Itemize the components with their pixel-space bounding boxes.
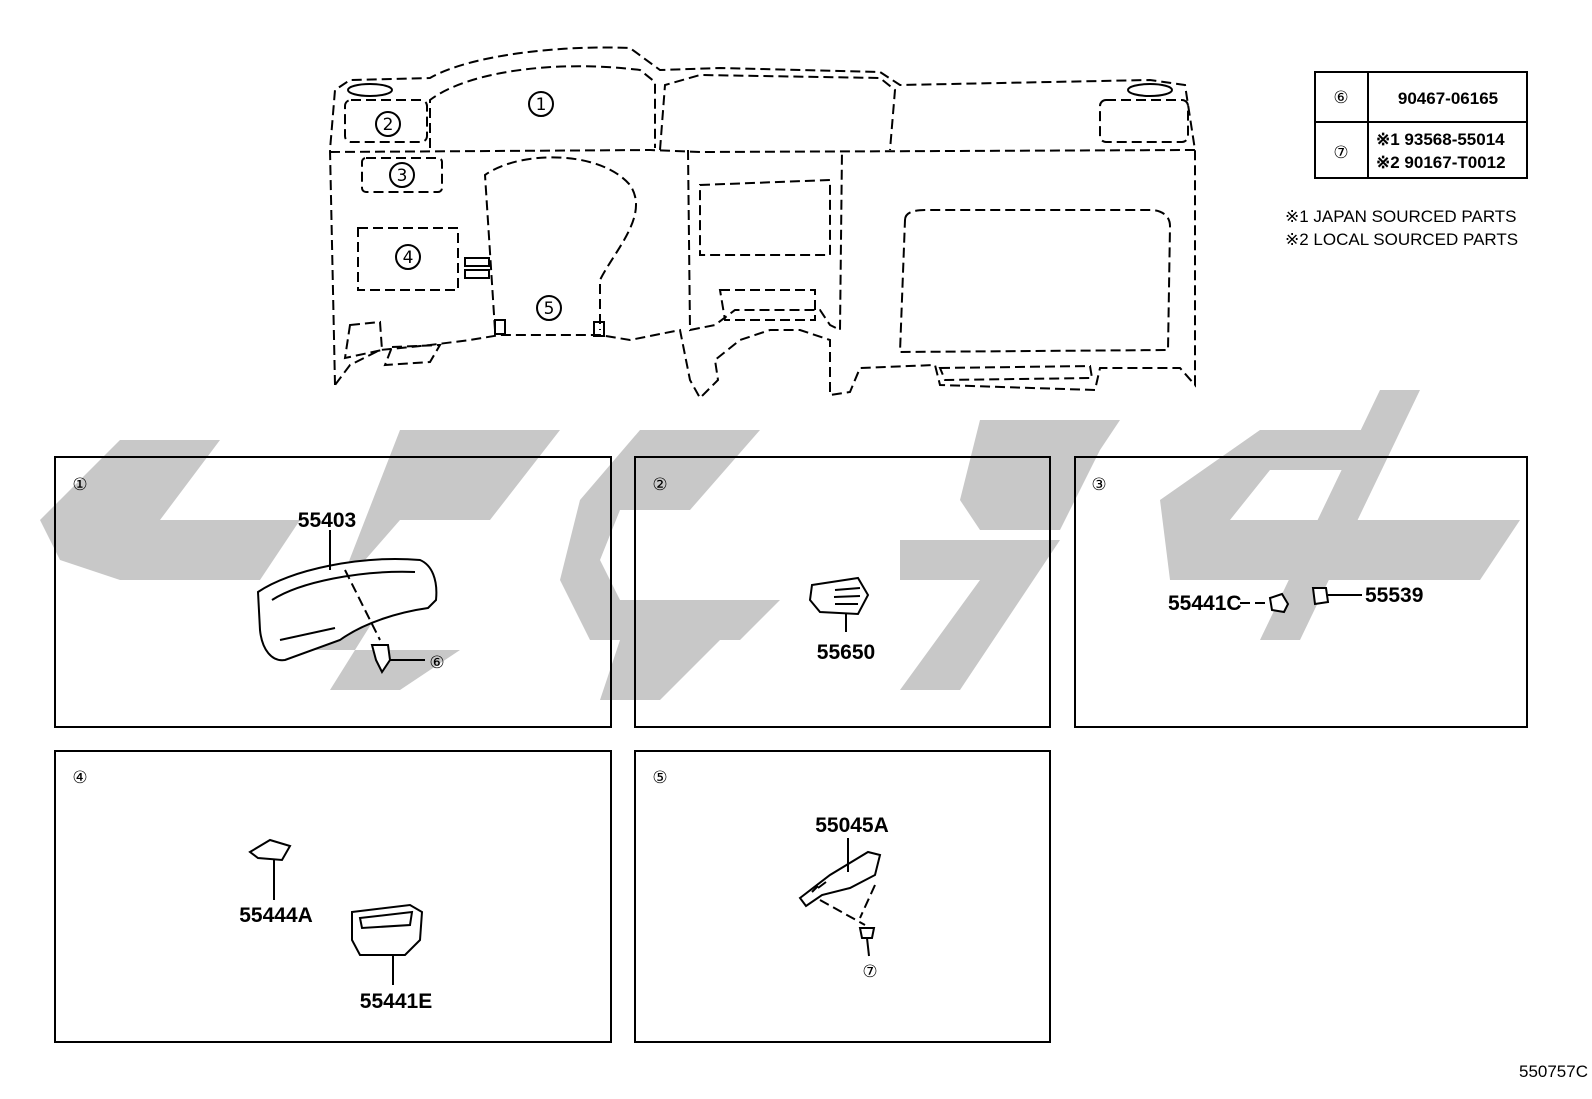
panel-4-label-top: 55444A — [239, 904, 313, 927]
panel-1-label-clip: ⑥ — [429, 653, 444, 673]
panel-4: ④ 55444A 55441E — [54, 750, 612, 1043]
dashboard-overview: 1 2 3 4 5 — [328, 46, 1196, 400]
svg-text:5: 5 — [544, 299, 555, 319]
panel-3-id: ③ — [1091, 475, 1106, 495]
svg-text:2: 2 — [383, 115, 394, 135]
panel-3-label-right: 55539 — [1365, 584, 1423, 607]
panel-2: ② 55650 — [634, 456, 1051, 728]
overview-callout-5: 5 — [536, 295, 562, 321]
overview-callout-3: 3 — [389, 162, 415, 188]
diagram-code: 550757C — [1519, 1062, 1588, 1081]
overview-callout-2: 2 — [375, 111, 401, 137]
overview-callout-4: 4 — [395, 244, 421, 270]
watermark-logo — [40, 390, 1520, 700]
legend-key-6: ⑥ — [1333, 88, 1348, 108]
overview-callout-1: 1 — [528, 91, 554, 117]
legend-key-7: ⑦ — [1333, 143, 1348, 163]
legend-part-6: 90467-06165 — [1398, 89, 1498, 108]
panel-3: ③ 55441C 55539 — [1074, 456, 1528, 728]
legend-part-7-japan: ※1 93568-55014 — [1376, 130, 1505, 149]
svg-text:1: 1 — [536, 95, 547, 115]
switch-55539-part — [1311, 587, 1330, 606]
panel-2-id: ② — [652, 475, 667, 495]
panel-4-label-bottom: 55441E — [360, 990, 432, 1013]
panel-4-id: ④ — [72, 768, 87, 788]
panel-1-id: ① — [72, 475, 87, 495]
panel-3-label-left: 55441C — [1168, 592, 1242, 615]
legend-part-7-local: ※2 90167-T0012 — [1376, 153, 1506, 172]
panel-1-label-main: 55403 — [298, 509, 356, 532]
panel-5-label-screw: ⑦ — [862, 962, 877, 982]
panel-2-label-main: 55650 — [817, 641, 875, 664]
legend-table: ⑥ 90467-06165 ⑦ ※1 93568-55014 ※2 90167-… — [1314, 71, 1528, 179]
pad-55444a-part — [248, 838, 292, 862]
switch-55441c-part — [1268, 592, 1290, 614]
svg-text:4: 4 — [403, 248, 414, 268]
note-japan-sourced: ※1 JAPAN SOURCED PARTS — [1285, 207, 1517, 226]
clip-6-part — [370, 644, 392, 674]
column-cover-part — [798, 850, 882, 908]
note-local-sourced: ※2 LOCAL SOURCED PARTS — [1285, 230, 1518, 249]
panel-5-label-main: 55045A — [815, 814, 889, 837]
panel-1: ① 55403 ⑥ — [54, 456, 612, 728]
panel-5-id: ⑤ — [652, 768, 667, 788]
screw-7-part — [858, 927, 876, 939]
svg-text:3: 3 — [397, 166, 408, 186]
panel-5: ⑤ 55045A ⑦ — [634, 750, 1051, 1043]
